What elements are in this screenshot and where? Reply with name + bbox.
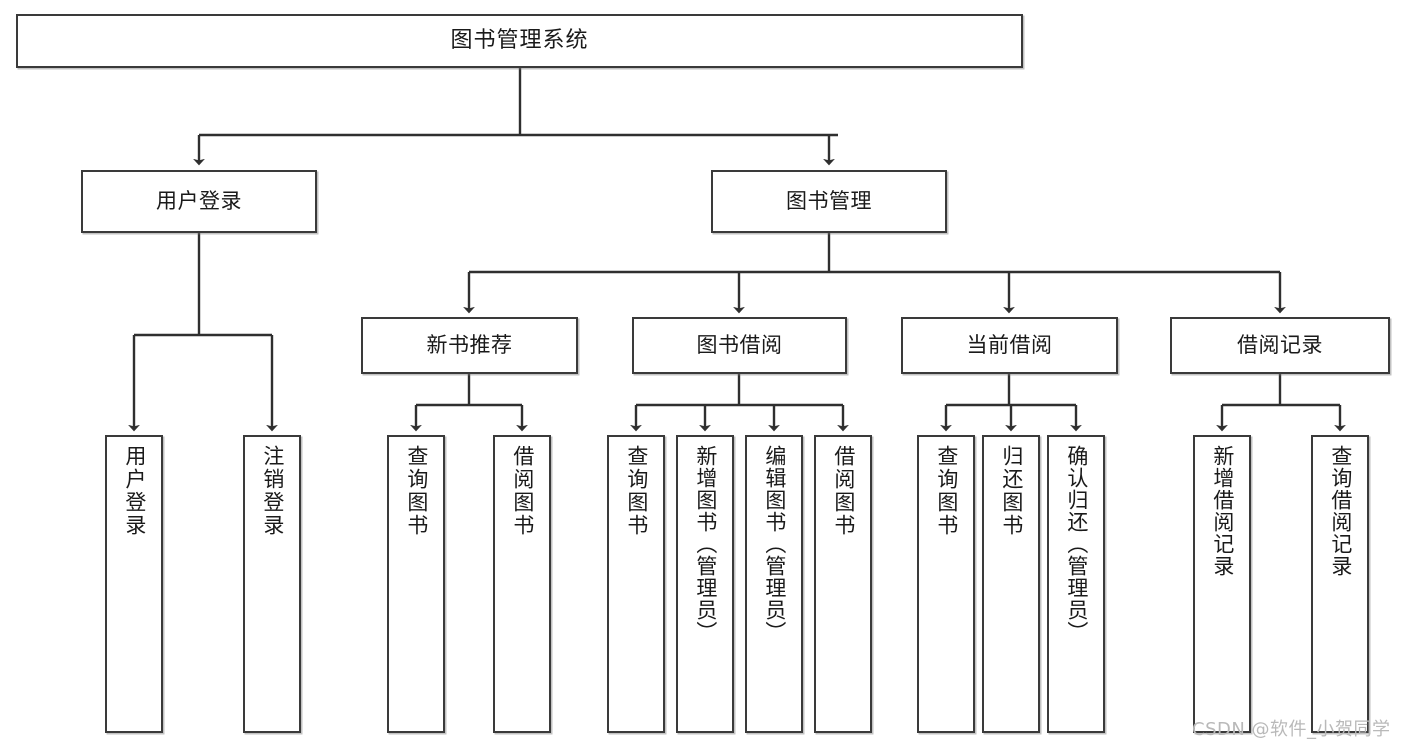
leaf-borrow-book[interactable]: 借阅图书 xyxy=(814,435,872,733)
leaf-add-book-admin-label: 新增图书（管理员） xyxy=(693,445,718,643)
leaf-confirm-return-admin-label: 确认归还（管理员） xyxy=(1064,445,1089,643)
leaf-borrow-book-recommend[interactable]: 借阅图书 xyxy=(493,435,551,733)
node-new-book-recommend[interactable]: 新书推荐 xyxy=(361,317,578,374)
leaf-query-book-recommend[interactable]: 查询图书 xyxy=(387,435,445,733)
leaf-query-book-current-label: 查询图书 xyxy=(934,445,959,537)
leaf-user-login-label: 用户登录 xyxy=(122,445,147,537)
leaf-logout[interactable]: 注销登录 xyxy=(243,435,301,733)
node-root-label: 图书管理系统 xyxy=(450,28,589,54)
node-current-borrow-label: 当前借阅 xyxy=(966,333,1053,358)
node-new-book-recommend-label: 新书推荐 xyxy=(426,333,513,358)
node-book-borrow-label: 图书借阅 xyxy=(696,333,783,358)
node-book-management[interactable]: 图书管理 xyxy=(711,170,947,233)
leaf-query-book-borrow[interactable]: 查询图书 xyxy=(607,435,665,733)
leaf-edit-book-admin[interactable]: 编辑图书（管理员） xyxy=(745,435,803,733)
leaf-borrow-book-recommend-label: 借阅图书 xyxy=(510,445,535,537)
node-root[interactable]: 图书管理系统 xyxy=(16,14,1023,68)
leaf-add-borrow-record[interactable]: 新增借阅记录 xyxy=(1193,435,1251,733)
node-book-borrow[interactable]: 图书借阅 xyxy=(632,317,847,374)
leaf-query-book-borrow-label: 查询图书 xyxy=(624,445,649,537)
leaf-query-borrow-record-label: 查询借阅记录 xyxy=(1328,445,1353,577)
node-user-login[interactable]: 用户登录 xyxy=(81,170,317,233)
leaf-query-borrow-record[interactable]: 查询借阅记录 xyxy=(1311,435,1369,733)
leaf-return-book[interactable]: 归还图书 xyxy=(982,435,1040,733)
leaf-query-book-recommend-label: 查询图书 xyxy=(404,445,429,537)
leaf-borrow-book-label: 借阅图书 xyxy=(831,445,856,537)
leaf-add-book-admin[interactable]: 新增图书（管理员） xyxy=(676,435,734,733)
node-book-management-label: 图书管理 xyxy=(786,189,872,214)
leaf-return-book-label: 归还图书 xyxy=(999,445,1024,537)
leaf-edit-book-admin-label: 编辑图书（管理员） xyxy=(762,445,787,643)
leaf-add-borrow-record-label: 新增借阅记录 xyxy=(1210,445,1235,577)
node-borrow-record[interactable]: 借阅记录 xyxy=(1170,317,1390,374)
csdn-watermark: CSDN @软件_小贺同学 xyxy=(1192,719,1391,740)
node-current-borrow[interactable]: 当前借阅 xyxy=(901,317,1118,374)
leaf-query-book-current[interactable]: 查询图书 xyxy=(917,435,975,733)
leaf-logout-label: 注销登录 xyxy=(260,445,285,537)
leaf-confirm-return-admin[interactable]: 确认归还（管理员） xyxy=(1047,435,1105,733)
node-borrow-record-label: 借阅记录 xyxy=(1237,333,1323,358)
node-user-login-label: 用户登录 xyxy=(156,189,242,214)
leaf-user-login[interactable]: 用户登录 xyxy=(105,435,163,733)
